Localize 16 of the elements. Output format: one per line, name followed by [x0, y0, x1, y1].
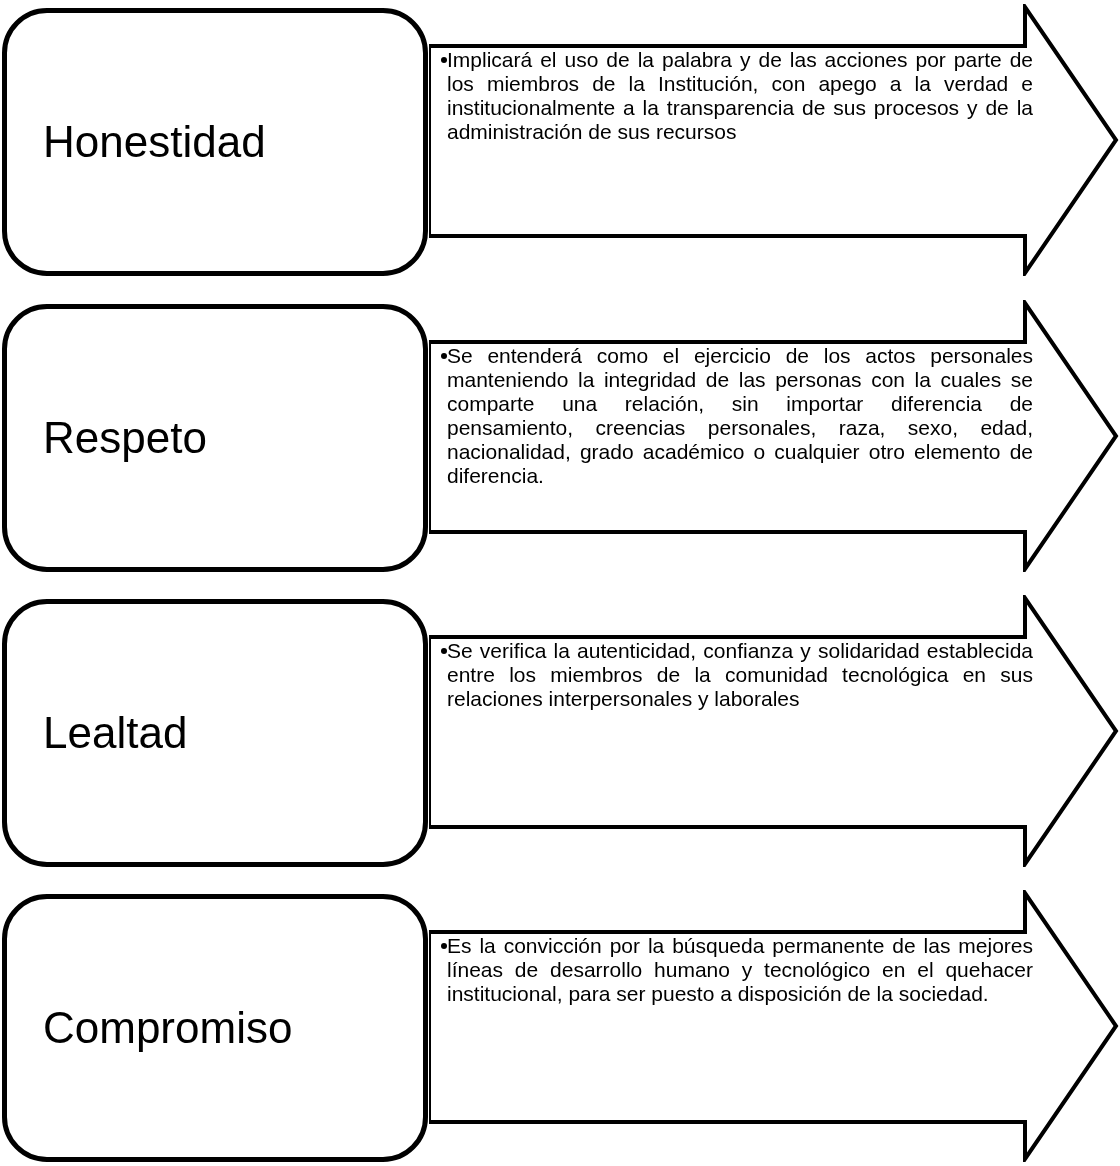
value-box	[2, 8, 428, 276]
value-title: Lealtad	[43, 708, 188, 758]
value-box	[2, 599, 428, 867]
value-title: Respeto	[43, 413, 207, 463]
value-title: Compromiso	[43, 1003, 293, 1053]
value-box	[2, 894, 428, 1162]
arrow-shape	[429, 300, 1119, 572]
arrow-shape	[429, 890, 1119, 1162]
description-text: Implicará el uso de la palabra y de las acciones por parte de los miembros de la Institución, con apego a la verdad e institucionalmente a la transparencia de sus procesos y de la administración de sus recursos	[447, 48, 1033, 144]
arrow-shape	[429, 595, 1119, 867]
description-text: Es la convicción por la búsqueda permanente de las mejores líneas de desarrollo humano y tecnológico en el quehacer institucional, para ser puesto a disposición de la sociedad.	[447, 934, 1033, 1006]
description-text: Se entenderá como el ejercicio de los actos personales manteniendo la integridad de las personas con la cuales se comparte una relación, sin importar diferencia de pensamiento, creencias personales, raza, sexo, edad, nacionalidad, grado académico o cualquier otro elemento de diferencia.	[447, 344, 1033, 488]
description-text: Se verifica la autenticidad, confianza y solidaridad establecida entre los miembros de la comunidad tecnológica en sus relaciones interpersonales y laborales	[447, 639, 1033, 711]
value-title: Honestidad	[43, 117, 266, 167]
arrow-shape	[429, 4, 1119, 276]
value-box	[2, 304, 428, 572]
